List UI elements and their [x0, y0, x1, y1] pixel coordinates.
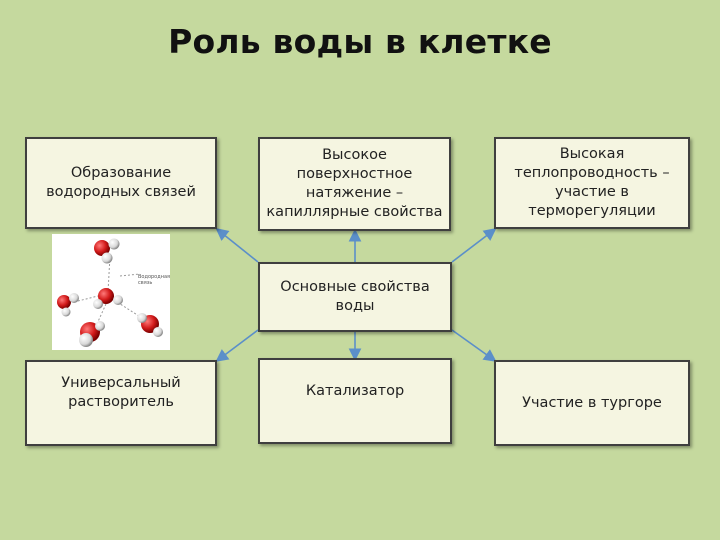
box-turgor-label: Участие в тургоре [522, 394, 662, 411]
box-hydrogen-bonds: Образование водородных связей [25, 137, 217, 229]
molecule-caption: Водородная связь [138, 274, 170, 286]
box-surface-tension-label: Высокое поверхностное натяжение – капилл… [266, 147, 443, 220]
box-universal-solvent-label: Универсальный растворитель [61, 375, 181, 410]
box-center-properties-label: Основные свойства воды [280, 279, 430, 314]
box-hydrogen-bonds-label: Образование водородных связей [46, 165, 196, 200]
water-molecules-image: Водородная связь [52, 234, 170, 350]
slide-title: Роль воды в клетке [168, 22, 552, 61]
box-center-properties: Основные свойства воды [258, 262, 452, 332]
connector-solvent [215, 329, 259, 362]
box-turgor: Участие в тургоре [494, 360, 690, 446]
box-universal-solvent: Универсальный растворитель [25, 360, 217, 446]
box-catalyst-label: Катализатор [305, 383, 405, 399]
connector-turgor [451, 329, 497, 362]
box-heat-conductivity: Высокая теплопроводность – участие в тер… [494, 137, 690, 229]
connector-hydrogen [215, 228, 259, 263]
connector-heat [451, 228, 497, 263]
box-heat-conductivity-label: Высокая теплопроводность – участие в тер… [514, 146, 670, 219]
box-catalyst: Катализатор [258, 358, 452, 444]
box-surface-tension: Высокое поверхностное натяжение – капилл… [258, 137, 451, 231]
